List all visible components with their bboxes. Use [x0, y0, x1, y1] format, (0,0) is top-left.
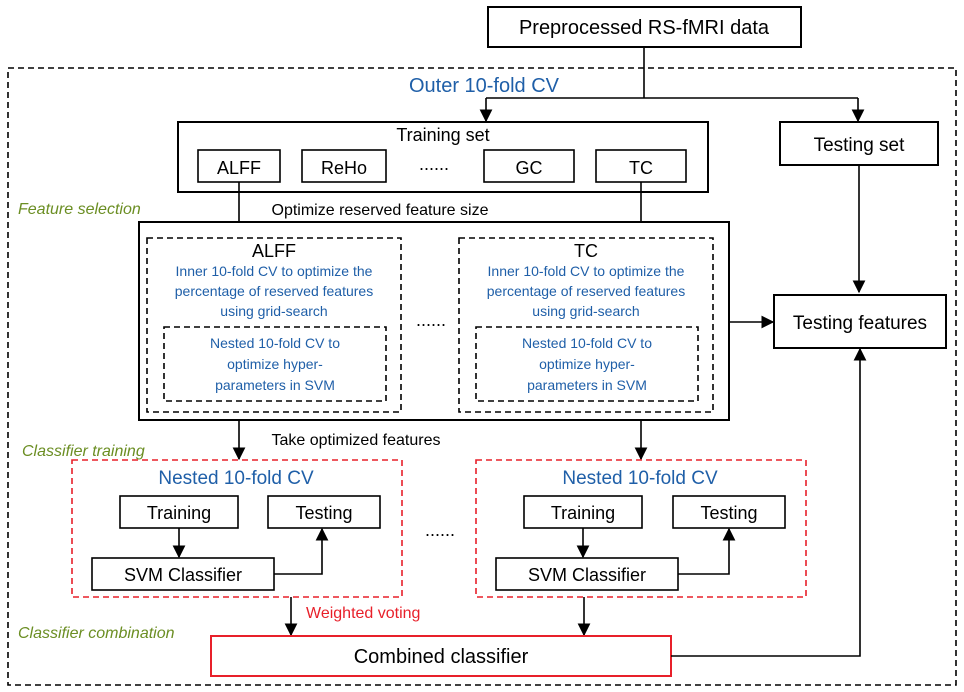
left-testing-box — [267, 495, 381, 529]
left-training-label: Training — [147, 503, 211, 523]
tc-nested-line-3: parameters in SVM — [527, 377, 647, 393]
alff-nested-line-3: parameters in SVM — [215, 377, 335, 393]
outer-cv-frame — [7, 67, 957, 686]
feature-ellipsis: ...... — [419, 154, 449, 174]
right-nested-cv-title: Nested 10-fold CV — [562, 468, 718, 489]
alff-selection-title: ALFF — [252, 241, 296, 261]
feature-label-alff: ALFF — [217, 158, 261, 178]
outer-cv-label: Outer 10-fold CV — [409, 75, 560, 97]
feature-label-tc: TC — [629, 158, 653, 178]
tc-inner-line-1: Inner 10-fold CV to optimize the — [488, 263, 685, 279]
input-data-label: Preprocessed RS-fMRI data — [519, 17, 770, 39]
alff-selection-block — [146, 237, 402, 413]
weighted-voting-label: Weighted voting — [306, 605, 420, 622]
left-testing-label: Testing — [295, 503, 352, 523]
tc-nested-line-1: Nested 10-fold CV to — [522, 335, 652, 351]
combined-classifier-label: Combined classifier — [354, 646, 529, 668]
tc-nested-line-2: optimize hyper- — [539, 356, 635, 372]
feature-label-reho: ReHo — [321, 158, 367, 178]
alff-nested-block — [163, 326, 387, 402]
feature-selection-box — [138, 221, 730, 421]
left-svm-box — [91, 557, 275, 591]
stage-label-classifier-combination: Classifier combination — [18, 625, 175, 642]
alff-nested-line-1: Nested 10-fold CV to — [210, 335, 340, 351]
optimize-size-label: Optimize reserved feature size — [272, 202, 489, 219]
feature-box-reho — [301, 149, 387, 183]
testing-features-box — [773, 294, 947, 349]
alff-nested-line-2: optimize hyper- — [227, 356, 323, 372]
alff-inner-line-1: Inner 10-fold CV to optimize the — [176, 263, 373, 279]
input-data-box — [487, 6, 802, 48]
stage-label-feature-selection: Feature selection — [18, 201, 141, 218]
selection-ellipsis: ...... — [416, 310, 446, 330]
right-svm-label: SVM Classifier — [528, 565, 646, 585]
tc-inner-line-3: using grid-search — [532, 303, 639, 319]
feature-box-gc — [483, 149, 575, 183]
left-classifier-training-block — [71, 459, 403, 598]
tc-inner-line-2: percentage of reserved features — [487, 283, 685, 299]
training-set-title: Training set — [396, 125, 489, 145]
training-ellipsis: ...... — [425, 520, 455, 540]
testing-set-label: Testing set — [814, 135, 906, 156]
right-classifier-training-block — [475, 459, 807, 598]
tc-nested-block — [475, 326, 699, 402]
left-svm-label: SVM Classifier — [124, 565, 242, 585]
tc-selection-block — [458, 237, 714, 413]
feature-label-gc: GC — [516, 158, 543, 178]
right-testing-label: Testing — [700, 503, 757, 523]
combined-classifier-box — [210, 635, 672, 677]
left-nested-cv-title: Nested 10-fold CV — [158, 468, 314, 489]
take-optimized-label: Take optimized features — [272, 432, 441, 449]
alff-inner-line-2: percentage of reserved features — [175, 283, 373, 299]
stage-label-classifier-training: Classifier training — [22, 443, 145, 460]
testing-features-label: Testing features — [793, 313, 927, 334]
right-svm-box — [495, 557, 679, 591]
right-training-label: Training — [551, 503, 615, 523]
tc-selection-title: TC — [574, 241, 598, 261]
alff-inner-line-3: using grid-search — [220, 303, 327, 319]
